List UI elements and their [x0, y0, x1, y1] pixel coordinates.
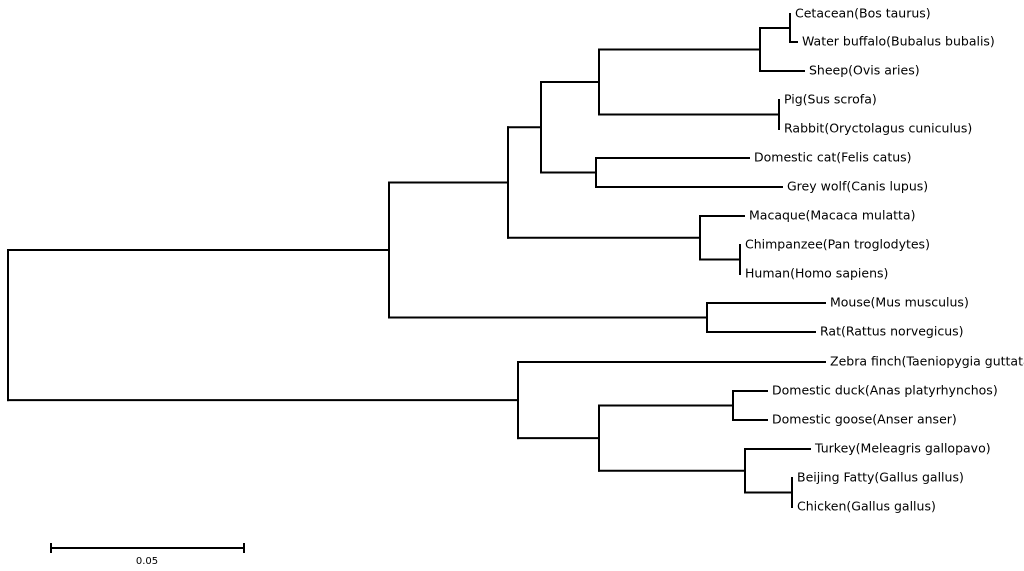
leaf-label-chimpanzee: Chimpanzee(Pan troglodytes): [745, 237, 930, 252]
leaf-label-beijingfatty: Beijing Fatty(Gallus gallus): [797, 470, 964, 485]
tree-branches: [7, 13, 826, 508]
leaf-label-sheep: Sheep(Ovis aries): [809, 63, 920, 78]
leaf-label-zebrafinch: Zebra finch(Taeniopygia guttata): [830, 354, 1024, 369]
leaf-label-turkey: Turkey(Meleagris gallopavo): [814, 441, 991, 456]
leaf-label-mouse: Mouse(Mus musculus): [830, 295, 969, 310]
leaf-label-goose: Domestic goose(Anser anser): [772, 412, 957, 427]
leaf-label-cetacean: Cetacean(Bos taurus): [795, 6, 931, 21]
leaf-label-rat: Rat(Rattus norvegicus): [820, 324, 964, 339]
leaf-labels: Cetacean(Bos taurus) Water buffalo(Bubalu…: [745, 6, 1024, 514]
leaf-label-buffalo: Water buffalo(Bubalus bubalis): [802, 34, 995, 49]
leaf-label-wolf: Grey wolf(Canis lupus): [787, 179, 928, 194]
leaf-label-macaque: Macaque(Macaca mulatta): [749, 208, 915, 223]
leaf-label-human: Human(Homo sapiens): [745, 266, 888, 281]
leaf-label-duck: Domestic duck(Anas platyrhynchos): [772, 383, 998, 398]
leaf-label-chicken: Chicken(Gallus gallus): [797, 499, 936, 514]
leaf-label-cat: Domestic cat(Felis catus): [754, 150, 912, 165]
scale-bar-label: 0.05: [136, 556, 158, 567]
leaf-label-rabbit: Rabbit(Oryctolagus cuniculus): [784, 121, 972, 136]
scale-bar: 0.05: [50, 543, 245, 567]
leaf-label-pig: Pig(Sus scrofa): [784, 92, 877, 107]
